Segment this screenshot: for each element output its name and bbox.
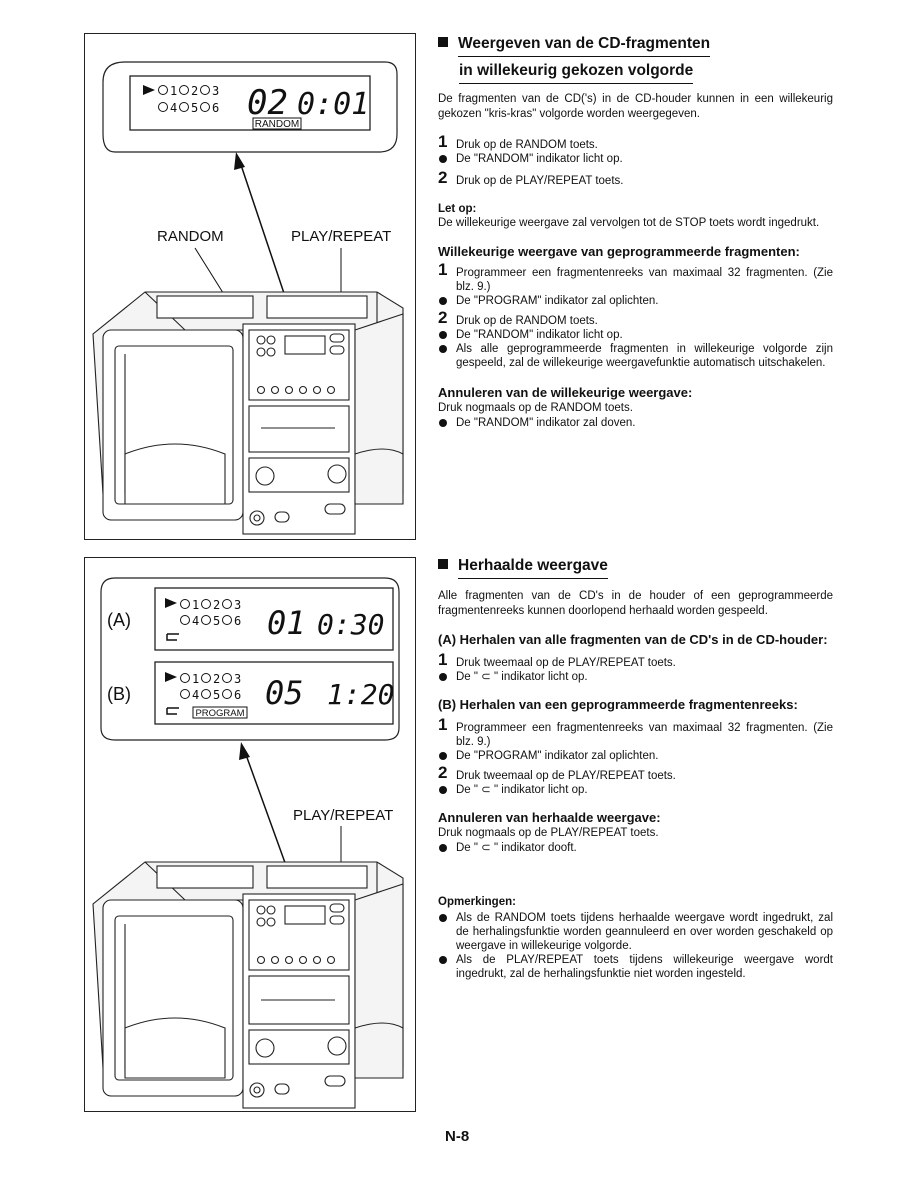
play-icon (165, 598, 177, 608)
lcd-display (129, 75, 371, 131)
cancel-text: Druk nogmaals op de RANDOM toets. (438, 402, 633, 414)
remark-item: Als de RANDOM toets tijdens herhaalde we… (438, 911, 833, 953)
lcd-disc-6: 6 (212, 101, 219, 115)
figure-random-play: 1 2 3 4 5 6 02 0:01 RANDOM RANDOM PLAY/R… (84, 33, 416, 540)
lcd-disc-4: 4 (170, 101, 177, 115)
bullet-item: De "PROGRAM" indikator zal oplichten. (438, 749, 833, 763)
bullet-item: De " ⊂ " indikator dooft. (438, 841, 833, 855)
subsection-title: Annuleren van herhaalde weergave: (438, 810, 661, 825)
bullet-item: De "RANDOM" indikator licht op. (438, 152, 833, 166)
bullet-dot-icon (439, 786, 447, 794)
lcd-a-disc-4: 4 (192, 614, 199, 628)
play-repeat-label: PLAY/REPEAT (293, 807, 393, 824)
bullet-item: Als alle geprogrammeerde fragmenten in w… (438, 342, 833, 370)
play-icon (165, 672, 177, 682)
bullet-item: De "PROGRAM" indikator zal oplichten. (438, 294, 833, 308)
lcd-b-track-number: 05 (265, 674, 304, 712)
boombox-illustration (92, 861, 404, 1109)
bullet-item: De "RANDOM" indikator zal doven. (438, 416, 833, 430)
section-title-line1: Weergeven van de CD-fragmenten (458, 34, 711, 57)
arrow-head-icon (239, 742, 250, 760)
bullet-dot-icon (439, 155, 447, 163)
lcd-b-disc-6: 6 (234, 688, 241, 702)
figure-repeat-play: (A) 1 2 3 4 5 6 01 0:30 (B) 1 2 (84, 557, 416, 1112)
lcd-a-disc-2: 2 (213, 598, 220, 612)
lcd-b-disc-1: 1 (192, 672, 199, 686)
play-repeat-label: PLAY/REPEAT (291, 228, 391, 245)
page-number: N-8 (445, 1128, 470, 1145)
random-indicator: RANDOM (255, 119, 299, 130)
lcd-display-b (154, 661, 394, 725)
subsection-b-title: (B) Herhalen van een geprogrammeerde fra… (438, 697, 798, 712)
display-b-tag: (B) (107, 684, 131, 704)
intro-text: De fragmenten van de CD('s) in de CD-hou… (438, 93, 833, 120)
bullet-dot-icon (439, 914, 447, 922)
lcd-disc-1: 1 (170, 84, 177, 98)
repeat-illustration: (A) 1 2 3 4 5 6 01 0:30 (B) 1 2 (92, 577, 404, 1109)
bullet-dot-icon (439, 419, 447, 427)
section-random-play: Weergeven van de CD-fragmenten in willek… (438, 34, 833, 430)
lcd-disc-3: 3 (212, 84, 219, 98)
lcd-b-disc-5: 5 (213, 688, 220, 702)
note-heading: Let op: (438, 203, 477, 215)
lcd-b-disc-2: 2 (213, 672, 220, 686)
lcd-a-track-number: 01 (267, 604, 306, 642)
intro-text: Alle fragmenten van de CD's in de houder… (438, 590, 833, 617)
lcd-a-disc-6: 6 (234, 614, 241, 628)
lcd-disc-2: 2 (191, 84, 198, 98)
bullet-item: De " ⊂ " indikator licht op. (438, 783, 833, 797)
lcd-b-time: 1:20 (327, 678, 394, 711)
bullet-dot-icon (439, 345, 447, 353)
subsection-title: Annuleren van de willekeurige weergave: (438, 385, 693, 400)
subsection-a-title: (A) Herhalen van alle fragmenten van de … (438, 632, 828, 647)
lcd-a-disc-5: 5 (213, 614, 220, 628)
bullet-item: De " ⊂ " indikator licht op. (438, 670, 833, 684)
display-a-tag: (A) (107, 610, 131, 630)
lcd-a-disc-3: 3 (234, 598, 241, 612)
section-title: Herhaalde weergave (438, 556, 833, 579)
lcd-display-a (154, 587, 394, 651)
subsection-title: Willekeurige weergave van geprogrammeerd… (438, 244, 800, 259)
remark-item: Als de PLAY/REPEAT toets tijdens willeke… (438, 953, 833, 981)
lcd-b-disc-4: 4 (192, 688, 199, 702)
lcd-track-number: 02 (247, 83, 288, 123)
lcd-a-time: 0:30 (317, 608, 384, 641)
bullet-dot-icon (439, 297, 447, 305)
bullet-item: De "RANDOM" indikator licht op. (438, 328, 833, 342)
section-repeat-play: Herhaalde weergave Alle fragmenten van d… (438, 556, 833, 981)
section-title-line2: in willekeurig gekozen volgorde (459, 61, 694, 84)
section-title-text: Herhaalde weergave (458, 556, 608, 579)
bullet-dot-icon (439, 331, 447, 339)
square-bullet-icon (438, 37, 448, 47)
random-label: RANDOM (157, 228, 224, 245)
note-text: De willekeurige weergave zal vervolgen t… (438, 217, 820, 229)
section-title-line2-wrap: in willekeurig gekozen volgorde (459, 61, 833, 84)
arrow-head-icon (234, 152, 245, 170)
remarks-heading: Opmerkingen: (438, 896, 516, 908)
lcd-time: 0:01 (297, 87, 369, 122)
lcd-a-disc-1: 1 (192, 598, 199, 612)
square-bullet-icon (438, 559, 448, 569)
random-illustration: 1 2 3 4 5 6 02 0:01 RANDOM RANDOM PLAY/R… (92, 61, 404, 535)
section-title: Weergeven van de CD-fragmenten (438, 34, 833, 57)
bullet-dot-icon (439, 956, 447, 964)
bullet-dot-icon (439, 673, 447, 681)
lcd-disc-5: 5 (191, 101, 198, 115)
repeat-icon (166, 707, 179, 715)
program-indicator: PROGRAM (195, 708, 244, 719)
cancel-text: Druk nogmaals op de PLAY/REPEAT toets. (438, 827, 659, 839)
bullet-dot-icon (439, 844, 447, 852)
lcd-b-disc-3: 3 (234, 672, 241, 686)
play-icon (143, 85, 155, 95)
bullet-dot-icon (439, 752, 447, 760)
repeat-icon (166, 633, 179, 641)
boombox-illustration (92, 291, 404, 535)
